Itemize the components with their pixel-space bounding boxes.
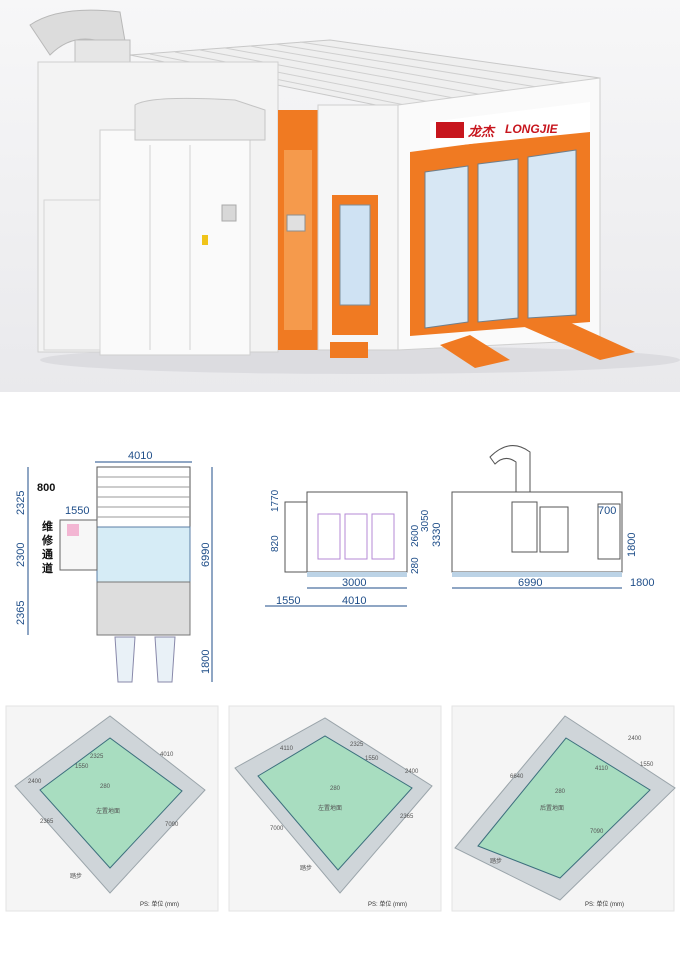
floor-3-bottom-label: 踏步 [490,857,502,865]
aisle-char-1: 维 [42,519,53,533]
floor-2-dim-3: 1550 [365,756,379,762]
step-block [330,342,368,358]
floor-plan-3: 后置地面 2400 1550 4110 6640 7090 280 踏步 PS:… [451,705,676,912]
floor-2-bottom-label: 踏步 [300,864,312,872]
plan-extra-dim-800: 800 [37,482,55,494]
ramp [440,335,510,368]
brand-cn: 龙杰 [467,124,496,139]
front-right-dim-2: 3050 [420,509,431,532]
plan-left-dim-1: 2325 [15,491,27,515]
side-view: 3330 6990 700 1800 1800 [431,445,654,589]
floor-1-dim-5: 7090 [165,822,179,828]
side-left-dim: 3330 [431,523,443,547]
plan-extra-dim-1550: 1550 [65,505,89,517]
floor-plan-1: 左置地面 2400 1550 2325 4010 7090 2365 280 踏… [5,705,219,912]
front-left-dim-1: 820 [270,535,281,552]
side-right-dim-1: 700 [598,505,616,517]
ramp [520,318,635,360]
front-bottom-dim-2: 1550 [276,595,300,607]
floor-3-dim-6: 280 [555,789,566,795]
front-view: 820 1770 2600 3050 280 3000 1550 4010 [265,489,431,607]
front-bottom-dim-1: 3000 [342,577,366,589]
aisle-char-2: 修 [41,533,54,547]
floor-1-dim-7: 280 [100,784,111,790]
tech-drawings: 4010 2325 2300 2365 800 1550 维 修 通 道 699… [0,392,680,698]
floor-2-dim-4: 2400 [405,769,419,775]
brand-en: LONGJIE [505,122,559,136]
plan-right-dim: 6990 [200,543,212,567]
floor-1-center-label: 左置地面 [96,807,120,815]
aisle-char-4: 道 [42,561,53,575]
plan-bottom-dim: 1800 [200,650,212,674]
floor-plans-svg: 左置地面 2400 1550 2325 4010 7090 2365 280 踏… [5,705,676,912]
side-right-dim-3: 1800 [630,577,654,589]
floor-plans: 左置地面 2400 1550 2325 4010 7090 2365 280 踏… [0,698,680,949]
plan-left-dim-3: 2365 [15,601,27,625]
floor-1-bottom-label: 踏步 [70,872,82,880]
floor-3-caption: PS: 单位 (mm) [585,900,624,908]
floor-2-dim-2: 2325 [350,742,364,748]
floor-1-caption: PS: 单位 (mm) [140,900,179,908]
floor-2-center-label: 左置地面 [318,804,342,812]
floor-1-dim-4: 4010 [160,752,174,758]
booth-render-svg: 龙杰 LONGJIE [29,9,680,374]
floor-3-dim-1: 2400 [628,736,642,742]
tech-drawings-svg: 4010 2325 2300 2365 800 1550 维 修 通 道 699… [15,445,654,683]
floor-3-dim-3: 4110 [595,766,609,772]
front-left-dim-2: 1770 [270,489,281,512]
side-right-dim-2: 1800 [626,533,638,557]
floor-1-dim-2: 1550 [75,764,89,770]
side-bottom-dim: 6990 [518,577,542,589]
brand-sign: 龙杰 LONGJIE [430,102,590,148]
air-unit [37,61,279,356]
floor-2-caption: PS: 单位 (mm) [368,900,407,908]
plan-view: 4010 2325 2300 2365 800 1550 维 修 通 道 699… [15,450,213,683]
floor-2-dim-5: 7000 [270,826,284,832]
front-bottom-dim-3: 4010 [342,595,366,607]
front-right-dim-3: 280 [410,557,421,574]
floor-3-dim-5: 7090 [590,829,604,835]
floor-1-dim-3: 2325 [90,754,104,760]
floor-2-dim-1: 4110 [280,746,294,752]
floor-2-dim-6: 2365 [400,814,414,820]
floor-1-dim-1: 2400 [28,779,42,785]
plan-top-dim: 4010 [128,450,152,462]
floor-3-dim-4: 6640 [510,774,524,780]
floor-3-center-label: 后置地面 [540,804,564,812]
floor-2-dim-7: 280 [330,786,341,792]
front-right-dim-1: 2600 [410,524,421,547]
floor-1-dim-6: 2365 [40,819,54,825]
plan-left-dim-2: 2300 [15,543,27,567]
floor-plan-2: 左置地面 4110 2325 1550 2400 7000 2365 280 踏… [228,705,442,912]
floor-3-dim-2: 1550 [640,762,654,768]
booth-render: 龙杰 LONGJIE [0,0,680,392]
aisle-char-3: 通 [42,548,53,561]
